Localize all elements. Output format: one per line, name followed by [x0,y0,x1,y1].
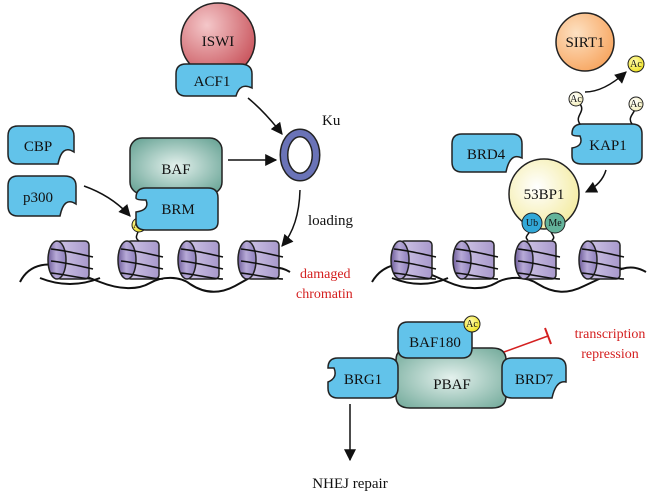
brg1-protein [327,357,399,399]
kap1-label: KAP1 [589,138,627,154]
nucleosome-left-2 [117,240,164,280]
ubiquitin-mark-label: Ub [526,218,538,229]
brd4-label: BRD4 [467,147,506,163]
p53bp1-label: 53BP1 [524,187,565,203]
nucleosome-left-3 [177,240,224,280]
acetyl-mark-baf180 [463,315,481,333]
acetyl-mark-kap1-right [628,96,644,112]
brg1-label: BRG1 [344,372,382,388]
cbp-label: CBP [24,139,52,155]
cbp-protein [7,125,75,165]
acetyl-mark-kap1-left-label: Ac [570,94,582,105]
nhej-repair-label: NHEJ repair [312,476,387,492]
baf180-label: BAF180 [409,335,461,351]
nucleosome-right-4 [578,240,625,280]
pbaf-label: PBAF [433,377,471,393]
dna-strand-left-lower [39,277,101,285]
nucleosome-right-3 [514,240,561,280]
dna-strand-right-lower [391,277,449,285]
methyl-mark-label: Me [548,218,562,229]
arrow-acf1-to-ku [247,97,283,135]
arrow-kap1-to-53bp1 [584,169,607,193]
inhibition-bar [544,327,552,345]
p300-label: p300 [23,190,53,206]
p300-protein [7,175,77,217]
brm-protein [135,187,219,231]
arrow-ac-removal [584,71,627,93]
inhibition-arrow [503,335,549,353]
brm-label: BRM [161,202,194,218]
loading-label: loading [308,213,353,229]
acetyl-mark-kap1-right-label: Ac [630,99,642,110]
acetyl-mark-released [627,55,645,73]
sirt1-protein [555,12,615,72]
acf1-label: ACF1 [194,74,231,90]
brd7-protein [501,357,567,399]
ubiquitin-mark [521,212,543,234]
arrow-p300-to-histone [83,185,131,217]
nucleosome-right-2 [452,240,499,280]
acetyl-mark-kap1-left [568,91,584,107]
iswi-label: ISWI [202,34,235,50]
brd7-label: BRD7 [515,372,554,388]
transcription-label: transcription [575,327,646,342]
repression-label: repression [581,347,639,362]
acf1-protein [175,63,253,97]
acetyl-mark-baf180-label: Ac [466,319,478,330]
kap1-tail-left [577,103,583,125]
ku-label: Ku [322,113,341,129]
sirt1-label: SIRT1 [565,35,604,51]
nucleosome-right-1 [390,240,437,280]
nucleosome-left-1 [47,240,94,280]
brd4-protein [451,133,523,173]
kap1-protein [571,123,643,165]
methyl-mark [544,212,566,234]
baf-label: BAF [161,162,190,178]
damaged-label: damaged [300,267,351,282]
ku-ring-fill [281,130,319,180]
p53bp1-protein [508,158,580,230]
acetyl-mark-released-label: Ac [630,59,642,70]
arrow-ku-loading [281,189,301,247]
nucleosome-left-4 [237,240,284,280]
chromatin-label: chromatin [296,287,353,302]
